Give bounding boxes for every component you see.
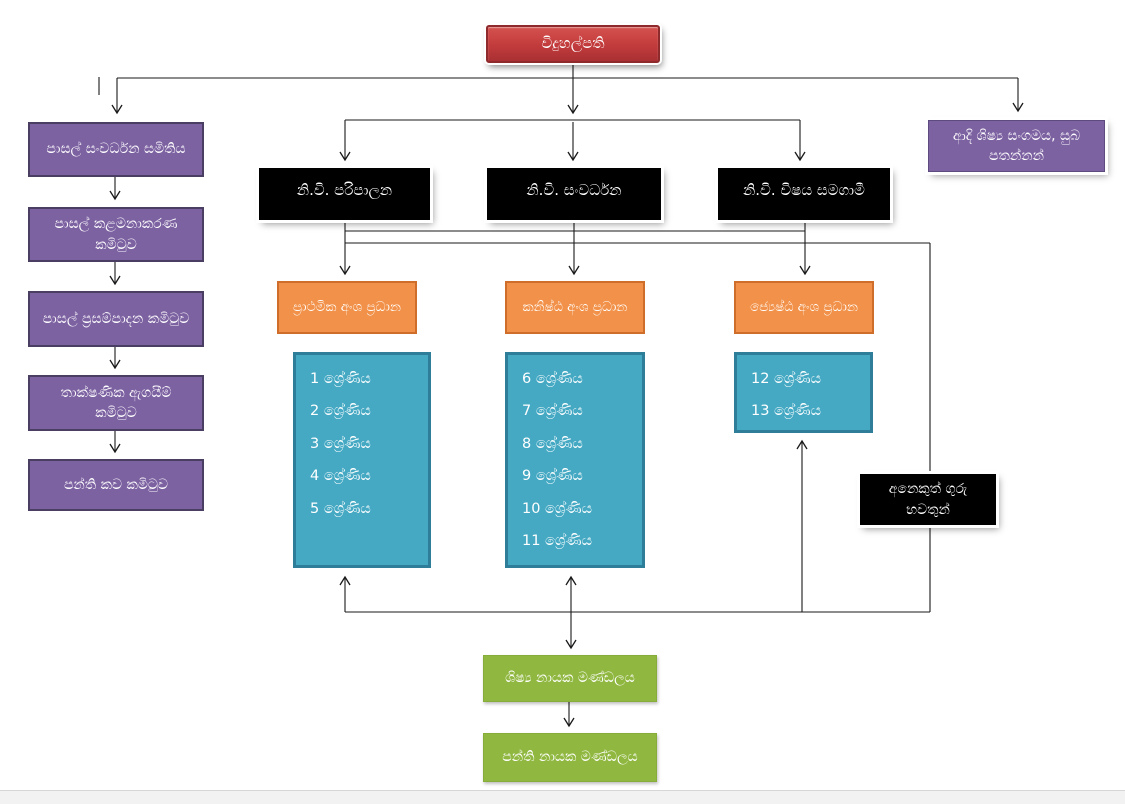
node-section-head-junior: කනිෂ්ඨ අංශ ප්‍රධාන (505, 281, 645, 334)
node-label: නි.වි. සංවර්ධන (526, 181, 622, 199)
node-label: නි.වි. විෂය සමගාමී (743, 181, 865, 199)
node-committee-procurement: පාසල් ප්‍රසම්පාදන කමිටුව (28, 291, 204, 347)
grade-line: 12 ශ්‍රේණිය (751, 370, 822, 387)
grade-line: 5 ශ්‍රේණිය (310, 500, 371, 517)
slide-bottom-edge (0, 790, 1125, 804)
node-committee-school-management: පාසල් කළමනාකරණ කමිටුව (28, 207, 204, 262)
node-alumni-association: ආදි ශිෂ්‍ය සංගමය, සුබ පතන්නන් (928, 120, 1105, 172)
node-deputy-cocurricular: නි.වි. විෂය සමගාමී (718, 168, 890, 220)
node-principal-label: විදුහල්පති (541, 34, 605, 53)
grade-line: 8 ශ්‍රේණිය (522, 435, 583, 452)
node-label: පාසල් ප්‍රසම්පාදන කමිටුව (42, 310, 190, 327)
grade-line: 1 ශ්‍රේණිය (310, 370, 371, 387)
node-label: නි.වි. පරිපාලන (296, 181, 393, 199)
node-section-head-primary: ප්‍රාථමික අංශ ප්‍රධාන (277, 281, 417, 334)
node-deputy-administration: නි.වි. පරිපාලන (259, 168, 430, 220)
node-class-leader-board: පන්ති නායක මණ්ඩලය (483, 733, 657, 782)
node-principal: විදුහල්පති (486, 25, 660, 63)
node-label: පාසල් කළමනාකරණ කමිටුව (54, 216, 178, 253)
node-grades-1-5: 1 ශ්‍රේණිය 2 ශ්‍රේණිය 3 ශ්‍රේණිය 4 ශ්‍රේ… (293, 352, 431, 568)
node-label: අනෙකුත් ගුරු භවතුන් (888, 481, 968, 518)
grade-line: 3 ශ්‍රේණිය (310, 435, 371, 452)
grade-line: 4 ශ්‍රේණිය (310, 468, 371, 485)
node-label: කනිෂ්ඨ අංශ ප්‍රධාන (522, 298, 628, 315)
node-label: ප්‍රාථමික අංශ ප්‍රධාන (293, 298, 401, 315)
node-label: ආදි ශිෂ්‍ය සංගමය, සුබ පතන්නන් (952, 127, 1081, 164)
node-student-leader-board: ශිෂ්‍ය නායක මණ්ඩලය (483, 655, 657, 702)
grade-line: 7 ශ්‍රේණිය (522, 403, 583, 420)
node-grades-12-13: 12 ශ්‍රේණිය 13 ශ්‍රේණිය (734, 352, 873, 433)
node-committee-technical-evaluation: තාක්ෂණික ඇගයීම් කමිටුව (28, 375, 204, 431)
node-label: පන්ති නායක මණ්ඩලය (502, 749, 638, 766)
node-label: තාක්ෂණික ඇගයීම් කමිටුව (60, 384, 172, 421)
node-committee-class-circle: පන්ති කව කමිටුව (28, 459, 204, 511)
grade-line: 2 ශ්‍රේණිය (310, 403, 371, 420)
grade-line: 11 ශ්‍රේණිය (522, 533, 593, 550)
node-label: ශිෂ්‍ය නායක මණ්ඩලය (505, 670, 635, 687)
node-committee-school-development: පාසල් සංවර්ධන සමිතිය (28, 122, 204, 177)
node-other-teachers: අනෙකුත් ගුරු භවතුන් (860, 474, 996, 525)
grade-line: 9 ශ්‍රේණිය (522, 468, 583, 485)
grade-line: 6 ශ්‍රේණිය (522, 370, 583, 387)
node-section-head-senior: ජ්‍යෙෂ්ඨ අංශ ප්‍රධාන (734, 281, 874, 334)
node-label: පන්ති කව කමිටුව (63, 476, 169, 493)
node-grades-6-11: 6 ශ්‍රේණිය 7 ශ්‍රේණිය 8 ශ්‍රේණිය 9 ශ්‍රේ… (505, 352, 645, 568)
node-label: පාසල් සංවර්ධන සමිතිය (46, 141, 186, 158)
node-deputy-development: නි.වි. සංවර්ධන (487, 168, 661, 220)
grade-line: 10 ශ්‍රේණිය (522, 500, 593, 517)
node-label: ජ්‍යෙෂ්ඨ අංශ ප්‍රධාන (750, 298, 858, 315)
grade-line: 13 ශ්‍රේණිය (751, 403, 822, 420)
